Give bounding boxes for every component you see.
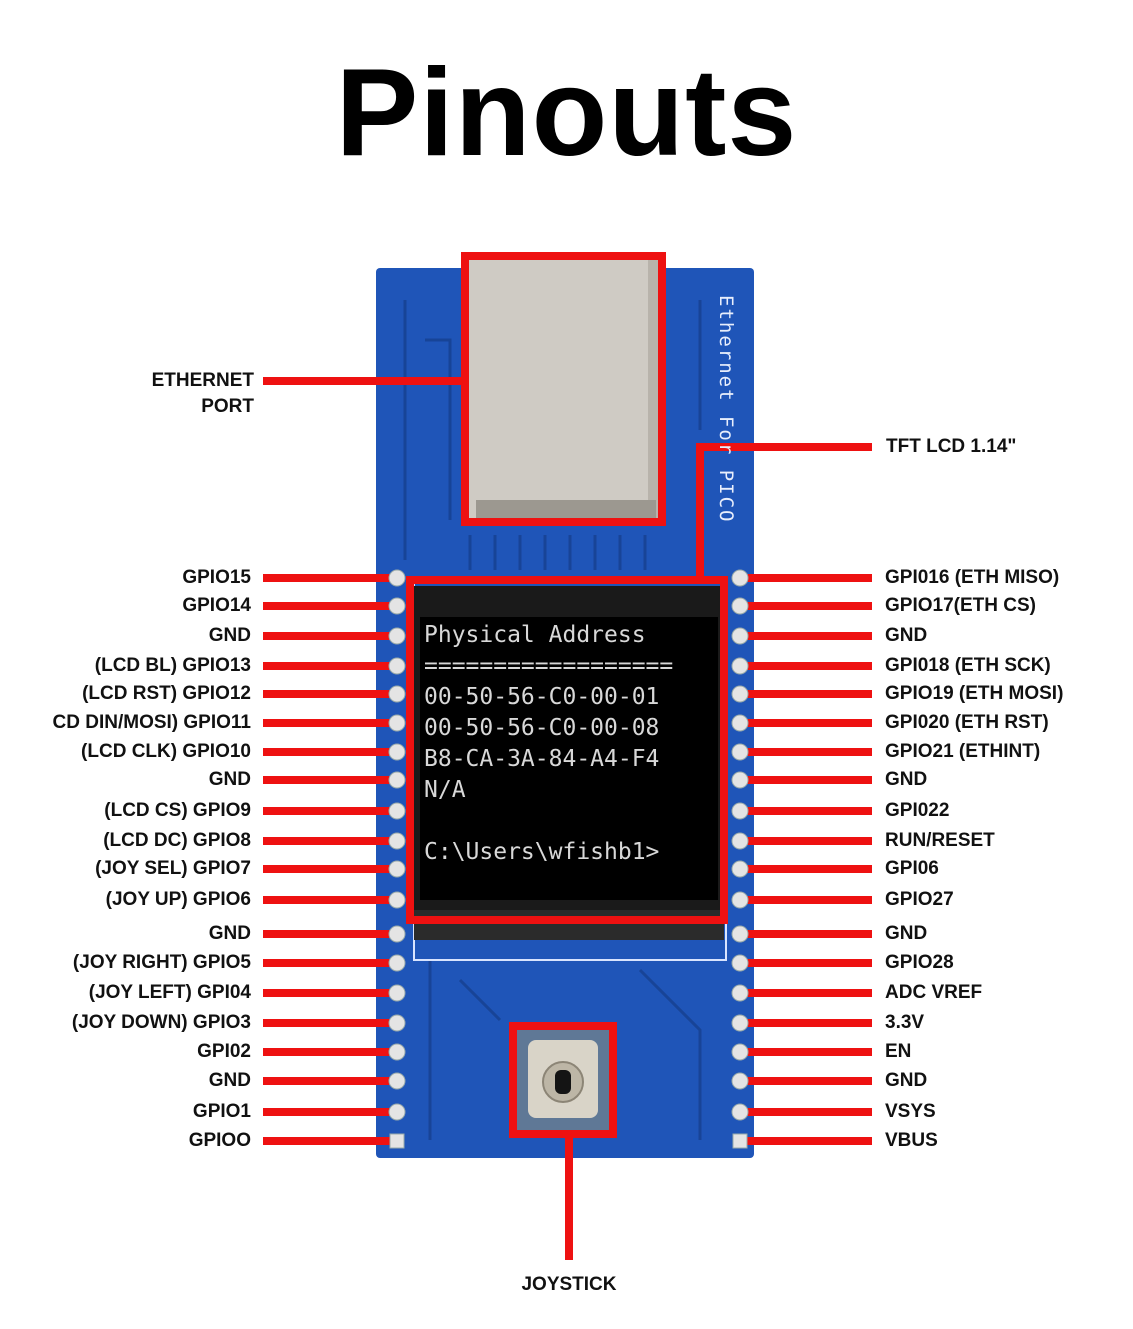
right-pin-label: GPIO27 — [885, 889, 954, 911]
left-pin-pad — [389, 1104, 405, 1120]
left-pin-label: GPIO1 — [0, 1101, 251, 1123]
left-pin-label: GPIO14 — [0, 595, 251, 617]
left-pin-label: GND — [0, 625, 251, 647]
right-pin-label: GPIO17(ETH CS) — [885, 595, 1036, 617]
right-pin-label: ADC VREF — [885, 982, 982, 1004]
joystick-label: JOYSTICK — [469, 1272, 669, 1298]
right-pin-pad — [733, 1134, 747, 1148]
left-pin-label: (LCD BL) GPIO13 — [0, 655, 251, 677]
left-pin-pad — [389, 1044, 405, 1060]
screen-line — [420, 806, 718, 837]
left-pin-label: GND — [0, 769, 251, 791]
right-pin-pad — [732, 926, 748, 942]
lcd-screen-text: Physical Address==================00-50-… — [420, 617, 718, 900]
screen-line: B8-CA-3A-84-A4-F4 — [420, 744, 718, 775]
right-pin-pad — [732, 744, 748, 760]
right-pin-label: GPIO21 (ETHINT) — [885, 741, 1040, 763]
right-pin-pad — [732, 772, 748, 788]
left-pin-pad — [390, 1134, 404, 1148]
left-pin-pad — [389, 772, 405, 788]
right-pin-label: GPI022 — [885, 800, 949, 822]
left-pin-label: (JOY RIGHT) GPIO5 — [0, 952, 251, 974]
left-pin-pad — [389, 861, 405, 877]
left-pin-pad — [389, 803, 405, 819]
left-pin-pad — [389, 833, 405, 849]
left-pin-pad — [389, 598, 405, 614]
right-pin-pad — [732, 686, 748, 702]
left-pin-label: (LCD CS) GPIO9 — [0, 800, 251, 822]
tft-lcd-label: TFT LCD 1.14" — [886, 434, 1016, 460]
left-pin-label: GPIOO — [0, 1130, 251, 1152]
left-pin-label: (LCD DC) GPIO8 — [0, 830, 251, 852]
screen-line: N/A — [420, 775, 718, 806]
right-pin-label: GND — [885, 769, 927, 791]
left-pin-label: (JOY UP) GPIO6 — [0, 889, 251, 911]
right-pin-pad — [732, 985, 748, 1001]
right-pin-pad — [732, 715, 748, 731]
right-pin-label: GPI016 (ETH MISO) — [885, 567, 1059, 589]
right-pin-label: GND — [885, 923, 927, 945]
right-pin-label: GPI018 (ETH SCK) — [885, 655, 1051, 677]
screen-line: 00-50-56-C0-00-08 — [420, 713, 718, 744]
right-pin-pad — [732, 955, 748, 971]
left-pin-pad — [389, 1015, 405, 1031]
screen-line: 00-50-56-C0-00-01 — [420, 682, 718, 713]
left-pin-label: (JOY DOWN) GPIO3 — [0, 1012, 251, 1034]
right-pin-label: VBUS — [885, 1130, 938, 1152]
ethernet-jack — [468, 258, 660, 520]
left-pin-label: (JOY LEFT) GPI04 — [0, 982, 251, 1004]
right-pin-label: VSYS — [885, 1101, 936, 1123]
left-pin-pad — [389, 955, 405, 971]
right-pin-label: GPI06 — [885, 858, 939, 880]
left-pin-label: GND — [0, 923, 251, 945]
left-pin-pad — [389, 985, 405, 1001]
left-pin-pad — [389, 686, 405, 702]
right-pin-label: GND — [885, 1070, 927, 1092]
left-pin-label: GPIO15 — [0, 567, 251, 589]
left-pin-pad — [389, 744, 405, 760]
left-pin-pad — [389, 892, 405, 908]
screen-line: ================== — [420, 651, 718, 682]
right-pin-pad — [732, 833, 748, 849]
right-pin-label: GPI020 (ETH RST) — [885, 712, 1049, 734]
right-pin-pad — [732, 1073, 748, 1089]
left-pin-label: GND — [0, 1070, 251, 1092]
right-pin-label: GND — [885, 625, 927, 647]
left-pin-pad — [389, 1073, 405, 1089]
right-pin-pad — [732, 892, 748, 908]
left-pin-label: CD DIN/MOSI) GPIO11 — [0, 712, 251, 734]
screen-line: C:\Users\wfishb1> — [420, 837, 718, 868]
right-pin-pad — [732, 803, 748, 819]
right-pin-label: RUN/RESET — [885, 830, 995, 852]
right-pin-pad — [732, 1104, 748, 1120]
right-pin-label: GPIO19 (ETH MOSI) — [885, 683, 1063, 705]
board-silkscreen-text: Ethernet For PICO — [715, 295, 737, 523]
right-pin-pad — [732, 861, 748, 877]
left-pin-pad — [389, 658, 405, 674]
screen-line: Physical Address — [420, 620, 718, 651]
left-pin-pad — [389, 715, 405, 731]
right-pin-pad — [732, 658, 748, 674]
left-pin-label: (JOY SEL) GPIO7 — [0, 858, 251, 880]
right-pin-pad — [732, 598, 748, 614]
right-pin-pad — [732, 1015, 748, 1031]
left-pin-pad — [389, 570, 405, 586]
left-pin-pad — [389, 628, 405, 644]
right-pin-pad — [732, 570, 748, 586]
left-pin-label: GPI02 — [0, 1041, 251, 1063]
left-pin-label: (LCD CLK) GPIO10 — [0, 741, 251, 763]
right-pin-label: EN — [885, 1041, 911, 1063]
right-pin-pad — [732, 628, 748, 644]
ethernet-port-label: ETHERNET PORT — [120, 368, 254, 420]
right-pin-pad — [732, 1044, 748, 1060]
left-pin-label: (LCD RST) GPIO12 — [0, 683, 251, 705]
right-pin-label: 3.3V — [885, 1012, 924, 1034]
right-pin-label: GPIO28 — [885, 952, 954, 974]
left-pin-pad — [389, 926, 405, 942]
